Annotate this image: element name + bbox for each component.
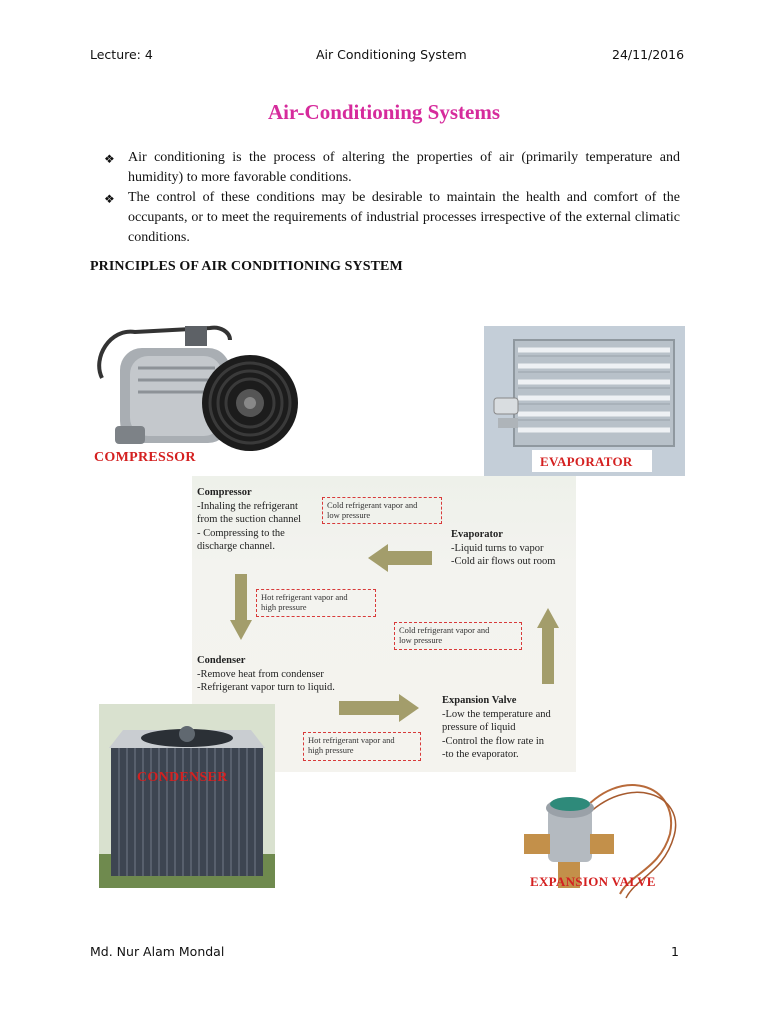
diagram-text-line: -Low the temperature and (442, 708, 551, 720)
evaporator-label: EVAPORATOR (540, 454, 633, 469)
right-arrow-icon (339, 694, 419, 722)
diagram-evaporator-block: Evaporator -Liquid turns to vapor -Cold … (451, 528, 576, 569)
bullet-text: The control of these conditions may be d… (128, 190, 680, 245)
page-number: 1 (671, 944, 679, 959)
diagram-text-line: -Refrigerant vapor turn to liquid. (197, 682, 335, 693)
down-arrow-icon (230, 574, 252, 640)
tag-line: Hot refrigerant vapor and (308, 735, 395, 745)
diagram-text-line: -Control the flow rate in (442, 735, 545, 747)
footer-author: Md. Nur Alam Mondal (90, 944, 225, 959)
page-title: Air-Conditioning Systems (268, 100, 500, 124)
diagram-text-line: pressure of liquid (442, 722, 516, 733)
condenser-illustration (99, 704, 275, 888)
compressor-photo: COMPRESSOR (90, 318, 300, 478)
header-topic: Air Conditioning System (316, 47, 467, 62)
tag-line: low pressure (327, 510, 371, 520)
condenser-photo: CONDENSER (99, 704, 275, 888)
tag-cold-low-pressure-right: Cold refrigerant vapor and low pressure (394, 622, 522, 650)
compressor-illustration (90, 318, 300, 478)
diagram-compressor-title: Compressor (197, 487, 252, 498)
tag-line: Cold refrigerant vapor and (399, 625, 490, 635)
diagram-expansion-valve-title: Expansion Valve (442, 695, 517, 706)
tag-line: low pressure (399, 635, 443, 645)
expansion-valve-label: EXPANSION VALVE (530, 874, 656, 889)
condenser-label: CONDENSER (137, 770, 228, 785)
expansion-valve-photo: EXPANSION VALVE (510, 774, 686, 904)
tag-line: high pressure (308, 745, 354, 755)
compressor-label: COMPRESSOR (94, 450, 196, 465)
header-date: 24/11/2016 (612, 47, 685, 62)
diagram-text-line: -to the evaporator. (442, 749, 519, 760)
diagram-expansion-valve-block: Expansion Valve -Low the temperature and… (442, 694, 572, 762)
tag-line: Hot refrigerant vapor and (261, 592, 348, 602)
bullet-item: ❖ The control of these conditions may be… (104, 188, 680, 248)
up-arrow-icon (537, 608, 559, 684)
diagram-condenser-title: Condenser (197, 655, 246, 666)
tag-line: high pressure (261, 602, 307, 612)
diagram-text-line: -Inhaling the refrigerant (197, 500, 298, 512)
diagram-text-line: -Cold air flows out room (451, 556, 556, 567)
bullet-list: ❖ Air conditioning is the process of alt… (104, 148, 680, 248)
left-arrow-icon (368, 544, 432, 572)
bullet-text: Air conditioning is the process of alter… (128, 150, 680, 185)
tag-line: Cold refrigerant vapor and (327, 500, 418, 510)
diagram-text-line: -Remove heat from condenser (197, 668, 324, 680)
diamond-bullet-icon: ❖ (104, 192, 115, 206)
diagram-text-line: -Liquid turns to vapor (451, 542, 544, 554)
tag-hot-high-pressure-bottom: Hot refrigerant vapor and high pressure (303, 732, 421, 761)
section-heading: PRINCIPLES OF AIR CONDITIONING SYSTEM (90, 259, 403, 274)
diamond-bullet-icon: ❖ (104, 152, 115, 166)
tag-hot-high-pressure-left: Hot refrigerant vapor and high pressure (256, 589, 376, 617)
header-lecture: Lecture: 4 (90, 47, 153, 62)
diagram-condenser-block: Condenser -Remove heat from condenser -R… (197, 654, 367, 695)
diagram-text-line: from the suction channel (197, 514, 302, 525)
diagram-text-line: - Compressing to the (197, 527, 285, 539)
evaporator-photo: EVAPORATOR (484, 326, 685, 476)
diagram-compressor-block: Compressor -Inhaling the refrigerant fro… (197, 486, 327, 554)
tag-cold-low-pressure-top: Cold refrigerant vapor and low pressure (322, 497, 442, 524)
expansion-valve-illustration (510, 774, 686, 904)
evaporator-label-box (532, 450, 652, 472)
diagram-text-line: discharge channel. (197, 541, 275, 552)
diagram-evaporator-title: Evaporator (451, 529, 503, 540)
bullet-item: ❖ Air conditioning is the process of alt… (104, 148, 680, 188)
